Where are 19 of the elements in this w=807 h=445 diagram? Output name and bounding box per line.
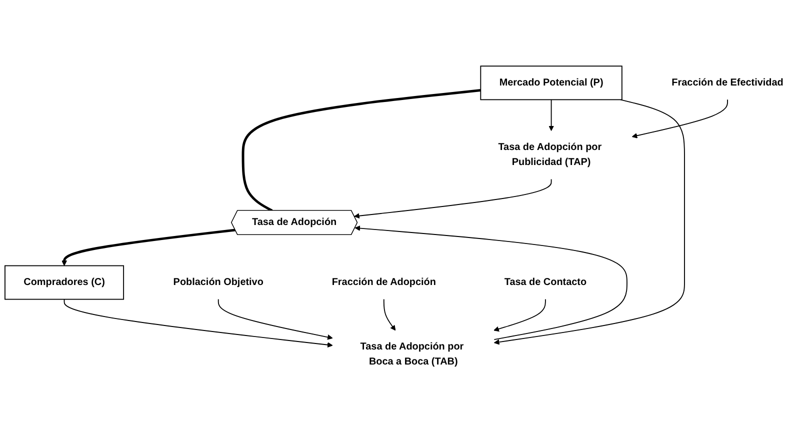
node-text: Población Objetivo	[173, 276, 264, 288]
arrow	[632, 99, 728, 138]
arrow	[62, 228, 236, 266]
arrow	[354, 226, 628, 340]
node-box: Mercado Potencial (P)	[480, 66, 622, 100]
node-text: Tasa de Adopción por Boca a Boca (TAB)	[360, 342, 464, 368]
node-text: Tasa de Contacto	[504, 276, 587, 288]
node-text: Fracción de Adopción	[332, 276, 436, 288]
arrow	[548, 99, 554, 132]
arrow	[383, 298, 396, 331]
connector	[242, 89, 481, 212]
node-text: Fracción de Efectividad	[672, 77, 784, 88]
arrow	[354, 178, 552, 219]
arrow	[218, 298, 333, 340]
node-box: Compradores (C)	[4, 265, 124, 300]
arrow	[64, 298, 333, 348]
arrow	[494, 298, 546, 332]
node-text: Tasa de Adopción por Publicidad (TAP)	[498, 142, 602, 168]
arrow	[494, 99, 685, 345]
